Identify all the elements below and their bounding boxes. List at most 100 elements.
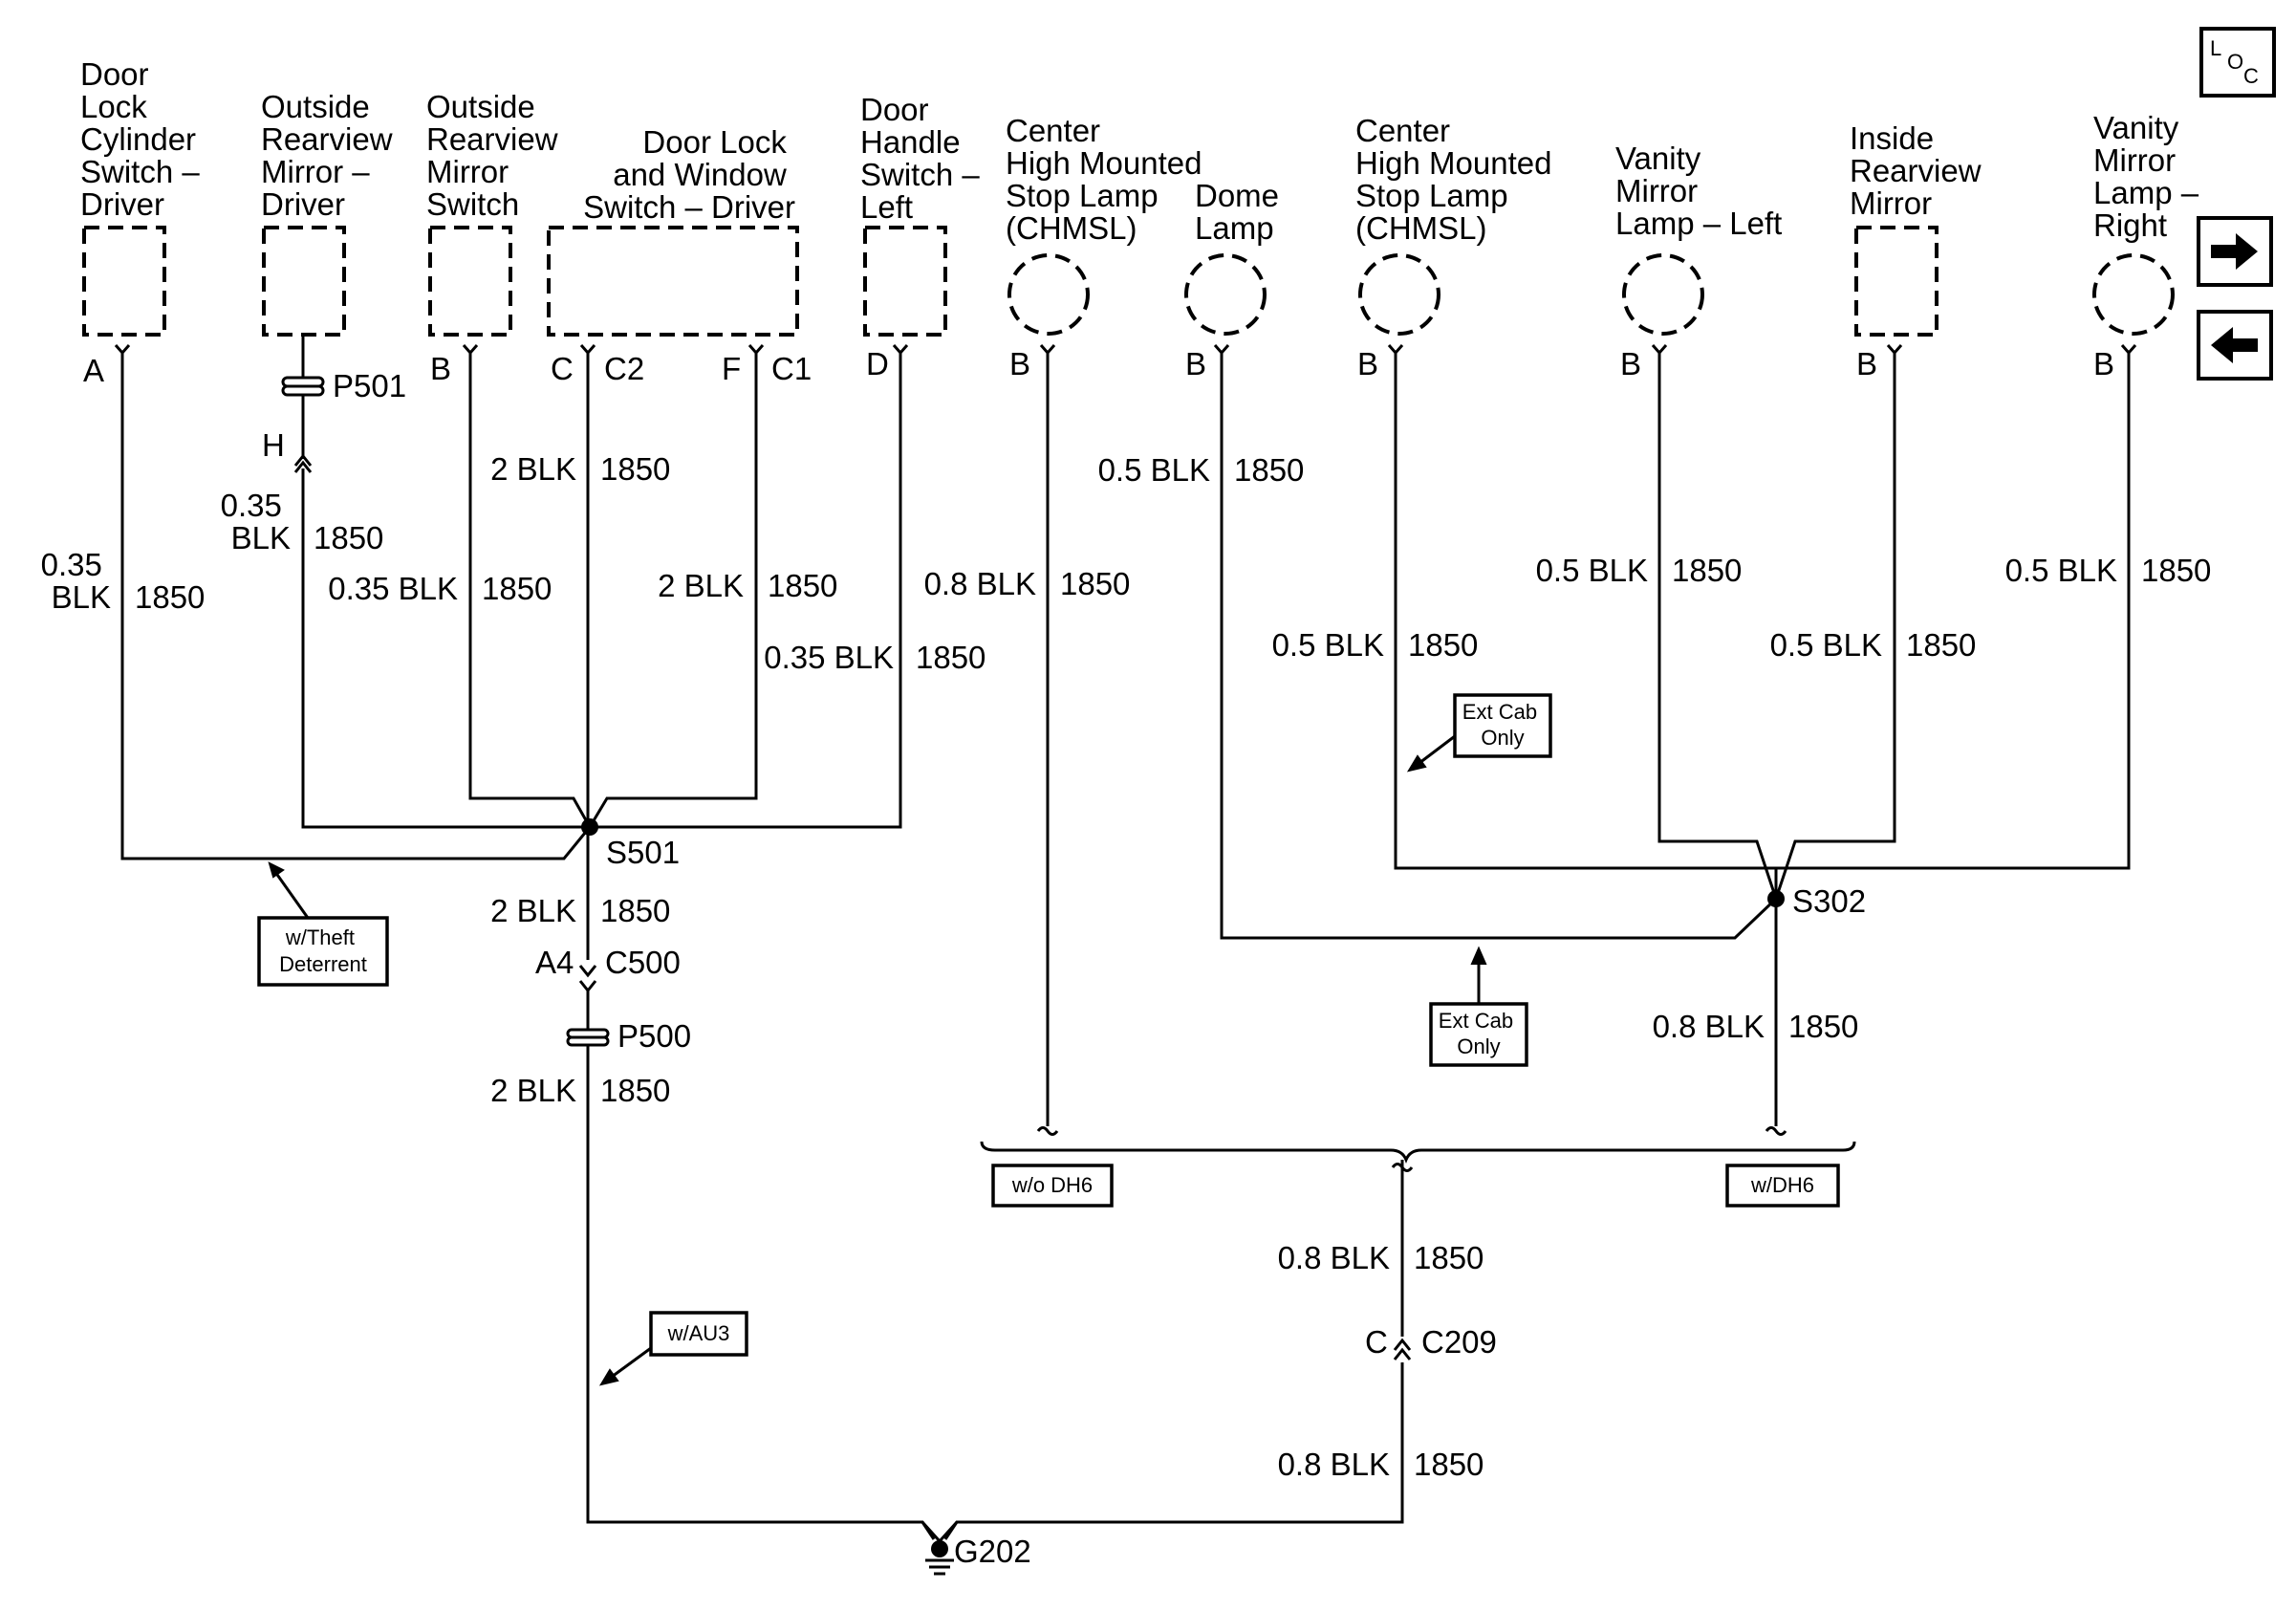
note-with-dh6: w/DH6	[1725, 1164, 1840, 1208]
pin-label-f: F	[722, 351, 741, 386]
wire-gauge-dlw-c2: 2 BLK	[490, 451, 576, 487]
svg-text:w/AU3: w/AU3	[667, 1321, 730, 1345]
wire-circuit-dlw-c2: 1850	[600, 451, 670, 487]
pin-label-a4: A4	[535, 945, 574, 980]
label-outside-mirror-switch: Outside Rearview Mirror Switch	[426, 89, 567, 222]
label-c209: C209	[1421, 1324, 1497, 1360]
note-ext-cab-1: Ext Cab Only	[1406, 693, 1552, 773]
wire-circuit-s302-down: 1850	[1788, 1009, 1858, 1044]
wire-circuit-chmsl-1: 1850	[1060, 566, 1130, 601]
door-handle-box	[863, 226, 947, 337]
connectors	[281, 376, 1785, 1576]
pin-label-b-vanity-right: B	[2093, 346, 2114, 381]
wire-gauge-inside-mirror: 0.5 BLK	[1770, 627, 1882, 663]
label-s501: S501	[606, 835, 680, 870]
wire-circuit-inside-mirror: 1850	[1906, 627, 1976, 663]
next-page-button[interactable]	[2197, 216, 2273, 287]
wire-circuit-mirror-driver: 1850	[314, 520, 383, 555]
note-theft-deterrent: w/Theft Deterrent	[257, 861, 389, 987]
label-door-lock-cylinder: Door Lock Cylinder Switch – Driver	[80, 56, 208, 222]
wire-gauge-chmsl-1: 0.8 BLK	[924, 566, 1036, 601]
mirror-driver-box	[262, 226, 346, 337]
chmsl-1-lamp	[1007, 253, 1090, 336]
wire-gauge-vanity-left: 0.5 BLK	[1536, 553, 1648, 588]
wire-gauge-mirror-switch: 0.35 BLK	[328, 571, 458, 606]
pin-label-b-chmsl-2: B	[1357, 346, 1378, 381]
label-p500: P500	[617, 1018, 691, 1054]
label-s302: S302	[1792, 883, 1866, 919]
wire-circuit-dome: 1850	[1234, 452, 1304, 488]
wire-circuit-chmsl-2: 1850	[1408, 627, 1478, 663]
wire-labels: 0.35 BLK 1850 0.35 BLK 1850 0.35 BLK 185…	[41, 451, 2212, 1482]
left-arrow-icon	[2211, 327, 2258, 363]
label-chmsl-1: Center High Mounted Stop Lamp (CHMSL)	[1006, 113, 1211, 246]
connector-h-chevron	[293, 453, 313, 473]
label-c500: C500	[605, 945, 681, 980]
svg-text:Ext Cab Only: Ext Cab Only	[1439, 1009, 1519, 1058]
connector-labels: P501 P500 C500 C209 S501 S302 G202	[333, 368, 1866, 1569]
loc-button[interactable]: L O C	[2199, 27, 2276, 98]
chmsl-2-lamp	[1358, 253, 1440, 336]
vanity-left-lamp	[1622, 253, 1704, 336]
pin-label-b-vanity-left: B	[1620, 346, 1641, 381]
component-labels: Door Lock Cylinder Switch – Driver Outsi…	[80, 56, 2207, 246]
label-chmsl-2: Center High Mounted Stop Lamp (CHMSL)	[1355, 113, 1561, 246]
pin-terminals	[114, 344, 2137, 359]
splice-s302	[1767, 890, 1785, 907]
connector-c500-chevron	[578, 965, 597, 993]
component-symbols	[82, 226, 2175, 337]
pin-label-d: D	[866, 346, 889, 381]
pin-label-b-chmsl-1: B	[1009, 346, 1030, 381]
wire-circuit-mirror-switch: 1850	[482, 571, 552, 606]
label-g202: G202	[954, 1534, 1031, 1569]
mirror-switch-box	[428, 226, 512, 337]
previous-page-button[interactable]	[2197, 310, 2273, 381]
loc-letter-l: L	[2210, 36, 2221, 60]
dome-lamp-symbol	[1184, 253, 1267, 336]
pin-label-a: A	[83, 353, 104, 388]
label-outside-mirror-driver: Outside Rearview Mirror – Driver	[261, 89, 401, 222]
pin-label-c1: C1	[771, 351, 812, 386]
wire-gauge-dlw-c1: 2 BLK	[658, 568, 744, 603]
p500-symbol	[566, 1028, 610, 1047]
note-with-au3: w/AU3	[598, 1311, 748, 1386]
pin-label-b-inside-mirror: B	[1856, 346, 1877, 381]
loc-letter-c: C	[2243, 64, 2259, 88]
label-vanity-left: Vanity Mirror Lamp – Left	[1615, 141, 1782, 241]
wire-gauge-s501-down: 2 BLK	[490, 893, 576, 928]
wire-gauge-dlc: 0.35 BLK	[41, 547, 111, 615]
pin-label-c2: C2	[604, 351, 644, 386]
wire-circuit-vanity-right: 1850	[2141, 553, 2211, 588]
wire-gauge-mirror-driver: 0.35 BLK	[221, 488, 291, 555]
wire-gauge-c209-up: 0.8 BLK	[1278, 1240, 1390, 1275]
label-door-lock-window-switch: Door Lock and Window Switch – Driver	[583, 124, 795, 225]
wire-gauge-dome: 0.5 BLK	[1098, 452, 1210, 488]
pin-label-c209: C	[1365, 1324, 1388, 1360]
wire-circuit-s501-down: 1850	[600, 893, 670, 928]
svg-text:w/o DH6: w/o DH6	[1011, 1173, 1093, 1197]
svg-text:Ext Cab Only: Ext Cab Only	[1462, 700, 1543, 750]
label-door-handle-switch: Door Handle Switch – Left	[860, 92, 988, 225]
pin-labels: A H B C C2 F C1 D B B B B B B A4 C	[83, 346, 2114, 1360]
label-vanity-right: Vanity Mirror Lamp – Right	[2093, 110, 2207, 243]
note-without-dh6: w/o DH6	[991, 1164, 1114, 1208]
wire-gauge-door-handle: 0.35 BLK	[764, 640, 894, 675]
wire-circuit-c209-up: 1850	[1414, 1240, 1484, 1275]
wire-gauge-vanity-right: 0.5 BLK	[2005, 553, 2117, 588]
pin-label-b-dome: B	[1185, 346, 1206, 381]
wire-gauge-c209-down: 0.8 BLK	[1278, 1447, 1390, 1482]
ground-g202-symbol	[921, 1520, 959, 1576]
vanity-right-lamp	[2092, 253, 2175, 336]
inside-mirror-box	[1854, 226, 1939, 337]
wire-circuit-p500-down: 1850	[600, 1073, 670, 1108]
label-inside-mirror: Inside Rearview Mirror	[1850, 120, 1990, 221]
option-notes: w/Theft Deterrent Ext Cab Only Ext Cab O…	[257, 693, 1840, 1386]
wire-gauge-s302-down: 0.8 BLK	[1653, 1009, 1765, 1044]
door-lock-window-box	[547, 226, 799, 337]
wire-circuit-door-handle: 1850	[916, 640, 986, 675]
pin-label-h: H	[262, 427, 285, 463]
wires	[120, 335, 2131, 1540]
wire-gauge-chmsl-2: 0.5 BLK	[1272, 627, 1384, 663]
wire-gauge-p500-down: 2 BLK	[490, 1073, 576, 1108]
